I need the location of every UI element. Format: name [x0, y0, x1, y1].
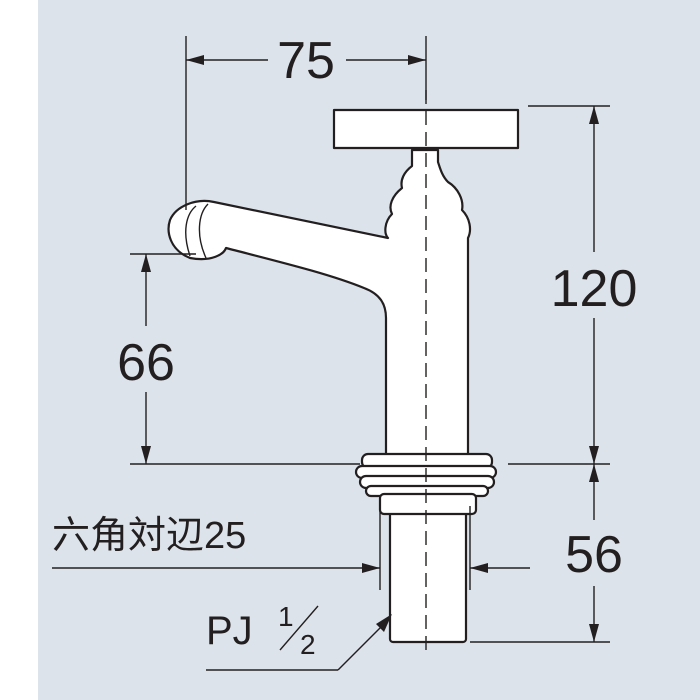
leader-arrowhead [376, 614, 392, 632]
fraction-slash [279, 605, 319, 651]
label-base-length: 56 [565, 526, 623, 584]
dimension-total-height: 120 [508, 105, 638, 465]
thread-callout: PJ 1 2 [206, 601, 392, 671]
arrowhead-left [186, 55, 204, 65]
drawing-panel: 75 120 66 [38, 0, 700, 700]
arrowhead-top-56 [589, 464, 599, 482]
arrowhead-top [589, 106, 599, 124]
label-thread-type: PJ [206, 609, 253, 653]
arrowhead-hex-right [470, 563, 488, 573]
dimension-hex-across-flats: 六角対辺25 [52, 506, 530, 590]
arrowhead-bottom-66 [141, 446, 151, 464]
label-spout-reach: 75 [277, 32, 335, 90]
dimension-spout-height: 66 [117, 253, 360, 465]
hex-nut [378, 492, 478, 516]
arrowhead-hex-left [362, 563, 380, 573]
arrowhead-right [408, 55, 426, 65]
label-thread-fraction-numerator: 1 [278, 601, 294, 632]
arrowhead-top-66 [141, 254, 151, 272]
label-total-height: 120 [551, 260, 638, 318]
spout-tip-inner-rim [198, 203, 209, 259]
dimension-spout-reach: 75 [185, 32, 427, 210]
drawing-canvas: 75 120 66 [38, 0, 700, 700]
label-thread-fraction-denominator: 2 [300, 629, 316, 660]
label-hex-across-flats: 六角対辺25 [52, 515, 246, 557]
arrowhead-bottom [589, 446, 599, 464]
arrowhead-bottom-56 [589, 624, 599, 642]
faucet-column-and-spout [167, 148, 472, 472]
label-spout-height: 66 [117, 334, 175, 392]
spout-tip-rim [185, 205, 197, 257]
dimension-base-length: 56 [470, 464, 623, 643]
